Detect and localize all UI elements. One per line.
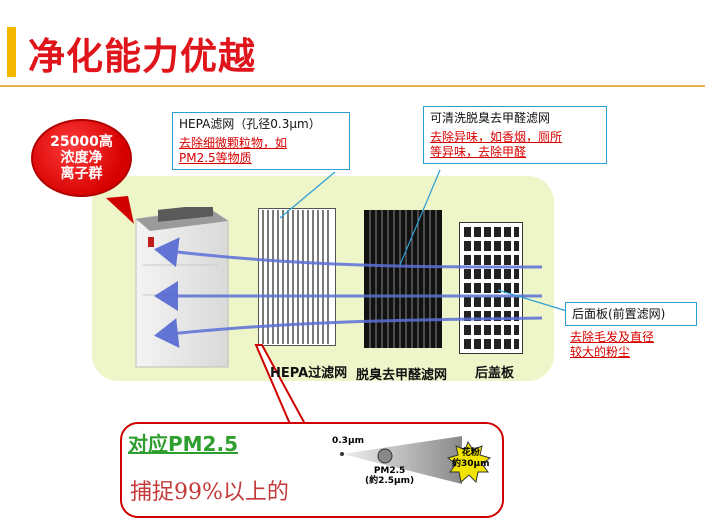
- size-small-label: 0.3μm: [332, 436, 364, 446]
- pollen-line-2: 約30μm: [452, 459, 490, 469]
- pm25-size-line-1: PM2.5: [373, 466, 406, 476]
- page-title: 净化能力优越: [28, 35, 256, 78]
- title-accent-bar: [7, 27, 16, 77]
- hepa-callout-desc-2: PM2.5等物质: [179, 151, 252, 165]
- bubble-line-3: 离子群: [60, 166, 103, 182]
- deodor-callout-desc-2: 等异味，去除甲醛: [430, 145, 527, 159]
- bubble-line-2: 浓度净: [60, 150, 103, 166]
- hepa-callout: HEPA滤网（孔径0.3μm） 去除细微颗粒物，如 PM2.5等物质: [172, 112, 350, 170]
- label-back-panel: 后盖板: [475, 366, 515, 381]
- label-hepa-filter: HEPA过滤网: [270, 366, 348, 381]
- pollen-line-1: 花粉: [461, 448, 480, 458]
- title-divider: [0, 85, 705, 87]
- ion-cluster-badge: 25000高 浓度净 离子群: [31, 119, 132, 197]
- pm25-subtext: 捕捉99%以上的: [130, 480, 289, 505]
- pm25-size-label: PM2.5 (約2.5μm): [365, 466, 414, 486]
- deodor-callout-desc-1: 去除异味，如香烟，厕所: [430, 130, 563, 144]
- back-callout-desc-2: 较大的粉尘: [570, 345, 631, 359]
- back-callout-desc: 去除毛发及直径 较大的粉尘: [570, 330, 654, 360]
- back-callout-title: 后面板(前置滤网): [572, 307, 666, 321]
- hepa-callout-title: HEPA滤网（孔径0.3μm）: [179, 117, 321, 131]
- bubble-line-1: 25000高: [50, 134, 113, 150]
- pollen-label: 花粉 約30μm: [452, 448, 490, 470]
- particle-size-graphic: [340, 436, 492, 484]
- deodorizing-filter-illustration: [364, 210, 442, 348]
- hepa-callout-desc-1: 去除细微颗粒物，如: [179, 136, 288, 150]
- label-deodor-filter: 脱臭去甲醛滤网: [356, 368, 448, 383]
- deodor-callout: 可清洗脱臭去甲醛滤网 去除异味，如香烟，厕所 等异味，去除甲醛: [423, 106, 607, 164]
- pm25-heading: 对应PM2.5: [128, 432, 238, 456]
- back-callout-desc-1: 去除毛发及直径: [570, 330, 655, 344]
- pm25-size-line-2: (約2.5μm): [365, 476, 415, 486]
- deodor-callout-title: 可清洗脱臭去甲醛滤网: [430, 111, 551, 125]
- back-callout: 后面板(前置滤网): [565, 302, 697, 326]
- back-panel-illustration: [459, 222, 523, 354]
